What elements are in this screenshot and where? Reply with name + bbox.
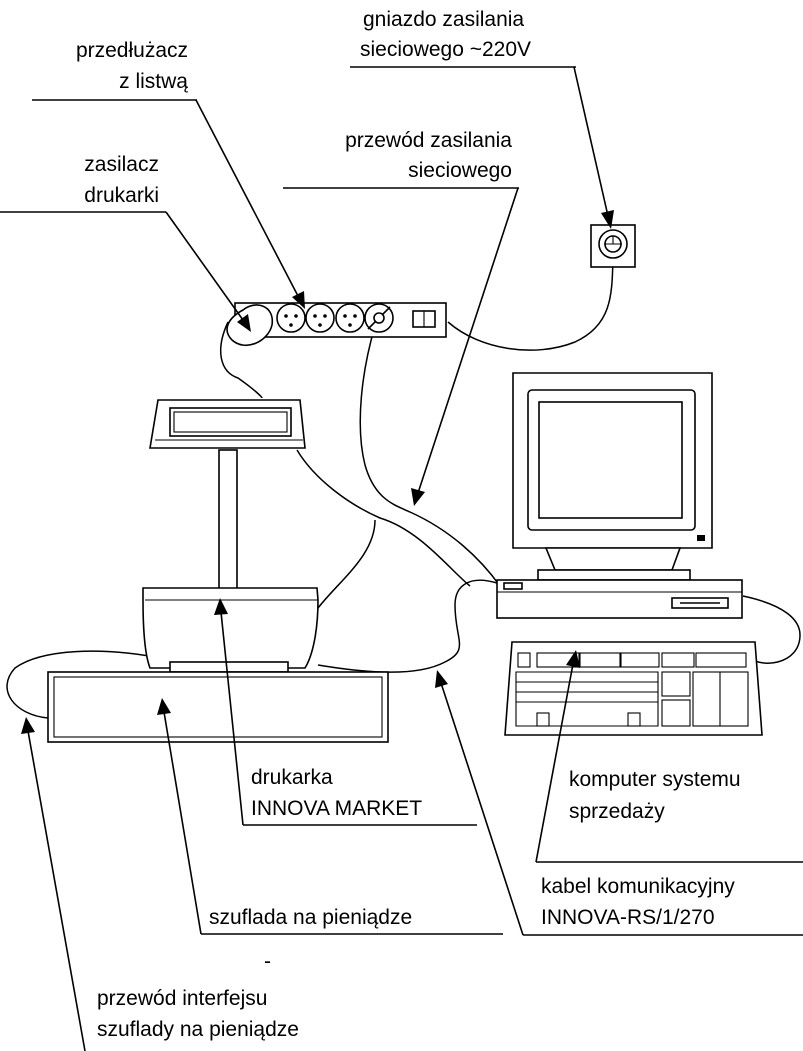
- customer-display-icon: [149, 399, 306, 449]
- label-comm-cable: kabel komunikacyjny INNOVA-RS/1/270: [541, 875, 735, 929]
- leader-lines: [21, 66, 614, 1051]
- label-printer: drukarka INNOVA MARKET: [251, 766, 422, 820]
- label-computer-line1: komputer systemu: [569, 768, 741, 791]
- computer-icon: [496, 579, 743, 619]
- cash-drawer-icon: [47, 671, 389, 743]
- cable-display-to-computer: [296, 449, 471, 587]
- printer-icon: [142, 587, 319, 673]
- label-computer: komputer systemu sprzedaży: [569, 768, 741, 823]
- label-drawer-cable: przewód interfejsu szuflady na pieniądze: [97, 987, 299, 1041]
- label-drawer: szuflada na pieniądze: [209, 906, 412, 929]
- label-wall-socket-line2: sieciowego ~220V: [360, 38, 531, 61]
- monitor-icon: [512, 372, 713, 581]
- label-computer-line2: sprzedaży: [569, 800, 665, 823]
- label-wall-socket-line1: gniazdo zasilania: [363, 8, 524, 31]
- label-mains-cable: przewód zasilania sieciowego: [345, 129, 512, 182]
- cable-drawer-interface: [6, 650, 171, 719]
- label-extension-line1: przedłużacz: [76, 39, 188, 62]
- cable-psu-to-printer: [220, 321, 263, 399]
- label-printer-psu-line1: zasilacz: [84, 153, 159, 176]
- label-drawer-cable-line1: przewód interfejsu: [97, 987, 267, 1010]
- keyboard-keys: [515, 652, 749, 727]
- label-printer-psu-line2: drukarki: [84, 184, 159, 207]
- label-printer-psu: zasilacz drukarki: [84, 153, 159, 207]
- label-wall-socket: gniazdo zasilania sieciowego ~220V: [360, 8, 531, 61]
- label-mains-cable-line1: przewód zasilania: [345, 129, 512, 152]
- cable-strip-to-computer: [359, 325, 501, 587]
- cable-communication: [317, 579, 498, 673]
- label-printer-line2: INNOVA MARKET: [251, 797, 422, 820]
- label-printer-line1: drukarka: [251, 766, 333, 789]
- cable-socket-to-strip: [447, 257, 614, 351]
- label-extension: przedłużacz z listwą: [76, 39, 188, 93]
- display-pole: [218, 449, 238, 591]
- label-drawer-cable-line2: szuflady na pieniądze: [97, 1018, 299, 1041]
- cable-computer-right: [742, 595, 801, 664]
- label-underlines: [0, 66, 803, 936]
- label-mains-cable-line2: sieciowego: [408, 159, 512, 182]
- label-comm-cable-line2: INNOVA-RS/1/270: [541, 906, 715, 929]
- label-extension-line2: z listwą: [119, 70, 188, 93]
- wall-socket-icon: [590, 224, 636, 268]
- label-dash: -: [264, 950, 271, 973]
- keyboard-icon: [504, 641, 763, 736]
- label-comm-cable-line1: kabel komunikacyjny: [541, 875, 735, 898]
- cable-psu-feed: [317, 519, 376, 609]
